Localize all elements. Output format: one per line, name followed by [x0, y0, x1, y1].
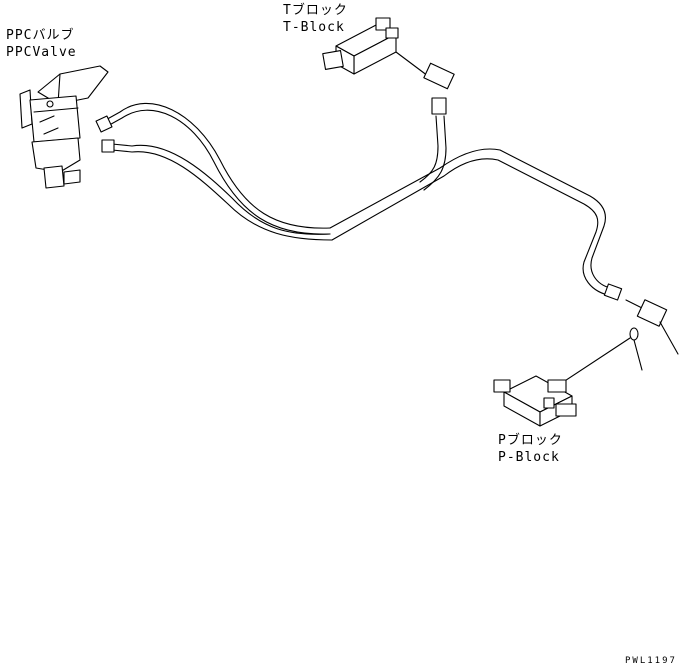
t-block-pipe [395, 51, 455, 191]
ppc-valve-drawing [19, 65, 109, 189]
t-block-label-jp: Tブロック [283, 3, 348, 18]
ppc-hose-upper [95, 102, 331, 235]
main-pipe [329, 148, 623, 301]
t-block-drawing [322, 17, 399, 75]
p-block-label-jp: Pブロック [498, 433, 563, 448]
drawing-code: PWL1197 [625, 656, 677, 666]
p-block-label-en: P-Block [498, 450, 560, 465]
t-block-label-en: T-Block [283, 20, 345, 35]
ppc-valve-label-jp: PPCバルブ [6, 28, 75, 43]
p-block-drawing [493, 375, 577, 427]
p-block-fitting [547, 299, 679, 393]
ppc-hose-lower [101, 139, 333, 241]
ppc-valve-label-en: PPCValve [6, 45, 77, 60]
